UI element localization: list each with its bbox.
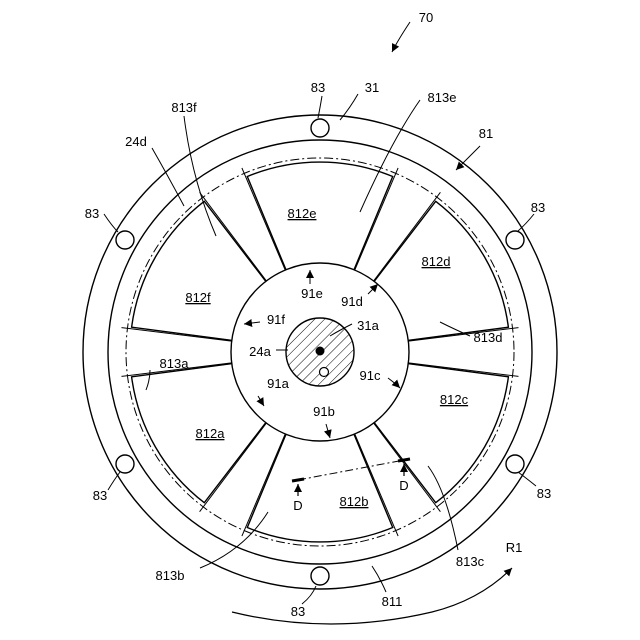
label-83-top-left: 83 [85, 206, 99, 221]
bolt-hole [311, 567, 329, 585]
rotation-arrow-r1 [232, 568, 512, 624]
label-31a: 31a [357, 318, 379, 333]
label-812a: 812a [196, 426, 226, 441]
label-812f: 812f [185, 290, 211, 305]
label-section-d-right: D [399, 478, 408, 493]
label-91b: 91b [313, 404, 335, 419]
bolt-hole [506, 231, 524, 249]
label-24d: 24d [125, 134, 147, 149]
label-83-top: 83 [311, 80, 325, 95]
core-segment-812e [247, 162, 392, 280]
leader-83-tr [518, 214, 534, 231]
leader-83-tl [104, 214, 118, 232]
leader-811 [372, 566, 386, 592]
label-r1: R1 [506, 540, 523, 555]
bolt-hole [116, 455, 134, 473]
section-mark-left [292, 479, 304, 481]
label-812c: 812c [440, 392, 469, 407]
label-91d: 91d [341, 294, 363, 309]
bolt-hole [116, 231, 134, 249]
label-83-bottom-right: 83 [537, 486, 551, 501]
label-70: 70 [419, 10, 433, 25]
label-83-bottom-left: 83 [93, 488, 107, 503]
label-83-bottom: 83 [291, 604, 305, 619]
bolt-hole [311, 119, 329, 137]
label-811: 811 [382, 594, 403, 609]
leader-83-bl [108, 472, 120, 490]
core-segment-812b [247, 424, 392, 542]
label-83-top-right: 83 [531, 200, 545, 215]
label-31: 31 [365, 80, 379, 95]
label-91a: 91a [267, 376, 289, 391]
section-mark-right [398, 459, 410, 461]
shaft-small-hole [320, 368, 329, 377]
label-section-d-left: D [293, 498, 302, 513]
shaft-center-dot [316, 347, 325, 356]
leader-24d [152, 148, 184, 206]
label-813f: 813f [171, 100, 197, 115]
label-812d: 812d [422, 254, 451, 269]
label-91f: 91f [267, 312, 285, 327]
bolt-hole [506, 455, 524, 473]
label-81: 81 [479, 126, 493, 141]
label-91e: 91e [301, 286, 323, 301]
label-813a: 813a [160, 356, 190, 371]
leader-70 [392, 22, 410, 52]
label-813c: 813c [456, 554, 485, 569]
label-24a: 24a [249, 344, 271, 359]
label-812b: 812b [340, 494, 369, 509]
label-91c: 91c [360, 368, 381, 383]
label-812e: 812e [288, 206, 317, 221]
label-813d: 813d [474, 330, 503, 345]
label-813e: 813e [428, 90, 457, 105]
label-813b: 813b [156, 568, 185, 583]
